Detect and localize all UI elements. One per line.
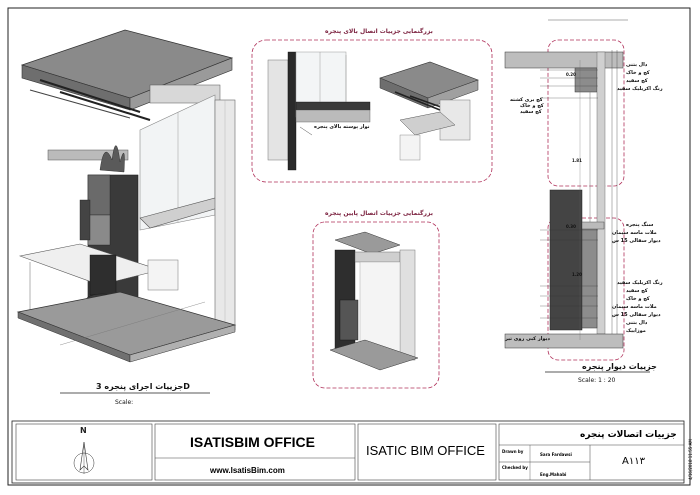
label-top-3: کچ سفید <box>626 78 648 84</box>
label-low-1: رنگ اکریلیک سفید <box>617 280 663 286</box>
section-drawing <box>504 50 624 349</box>
label-low-2: کچ سفید <box>626 288 648 294</box>
top-callout-drawing <box>267 51 479 171</box>
bottom-callout-frame <box>312 221 440 389</box>
label-top-1: دال بتنی <box>626 62 648 68</box>
section-view-scale: Scale: 1 : 20 <box>578 377 616 384</box>
label-mid-5: دیوار سفالی 15 س <box>612 238 661 244</box>
dim-2: 1.81 <box>572 158 582 163</box>
iso-view-drawing <box>16 29 237 363</box>
dim-4: 1.20 <box>572 272 582 277</box>
label-mid-1: کچ و خاک <box>520 103 544 109</box>
title-block <box>11 420 685 484</box>
iso-view-title: جزییات اجرای پنجره 3D <box>96 382 190 391</box>
top-callout-title: بزرگنمایی جزییات اتصال بالای پنجره <box>325 28 433 35</box>
label-low-6: دال بتنی <box>626 320 648 326</box>
checked-by-value: Eng.Mahabi <box>540 472 567 477</box>
drawing-title: جزییات اتصالات پنجره <box>580 430 677 440</box>
section-view-title: جزییات دیوار پنجره <box>582 362 657 371</box>
label-upper-frame: نوار پوسته بالای پنجره <box>314 124 370 130</box>
office-website: www.IsatisBim.com <box>210 466 285 475</box>
drawn-by-value: Sara Fardawsi <box>540 452 572 457</box>
dim-1: 0.20 <box>566 72 576 77</box>
label-low-8: دیوار کبی روی تیر <box>505 336 550 342</box>
label-mid-2: کچ سفید <box>520 109 542 115</box>
office-name: ISATISBIM OFFICE <box>190 434 315 450</box>
north-label: N <box>80 426 87 435</box>
label-low-4: ملات ماسه سیمان <box>612 304 657 310</box>
sheet-number: A۱۱۳ <box>622 456 645 467</box>
section-bottom-callout <box>547 217 625 361</box>
print-timestamp: 4/16/2018 11:55 AM <box>688 439 693 480</box>
label-mid-3: سنگ پنجره <box>626 222 654 228</box>
label-top-2: کچ و خاک <box>626 70 650 76</box>
label-low-7: موزاییک <box>626 328 646 334</box>
label-low-5: دیوار سفالی 15 س <box>612 312 661 318</box>
office-name-alt: ISATIC BIM OFFICE <box>366 443 485 458</box>
checked-by-label: Checked by <box>502 465 528 470</box>
sheet-border <box>7 7 691 486</box>
section-top-callout <box>547 39 625 187</box>
label-box-a: کچ بری کشته <box>510 97 543 103</box>
drawn-by-label: Drawn by <box>502 449 524 454</box>
top-callout-frame <box>251 39 493 183</box>
label-top-4: رنگ اکریلیک سفید <box>617 86 663 92</box>
label-low-3: کچ و خاک <box>626 296 650 302</box>
bottom-callout-title: بزرگنمایی جزییات اتصال پایین پنجره <box>325 210 433 217</box>
bottom-callout-drawing <box>329 231 419 371</box>
iso-view-scale: Scale: <box>115 399 134 406</box>
label-mid-4: ملات ماسه سیمان <box>612 230 657 236</box>
dim-3: 0.30 <box>566 224 576 229</box>
